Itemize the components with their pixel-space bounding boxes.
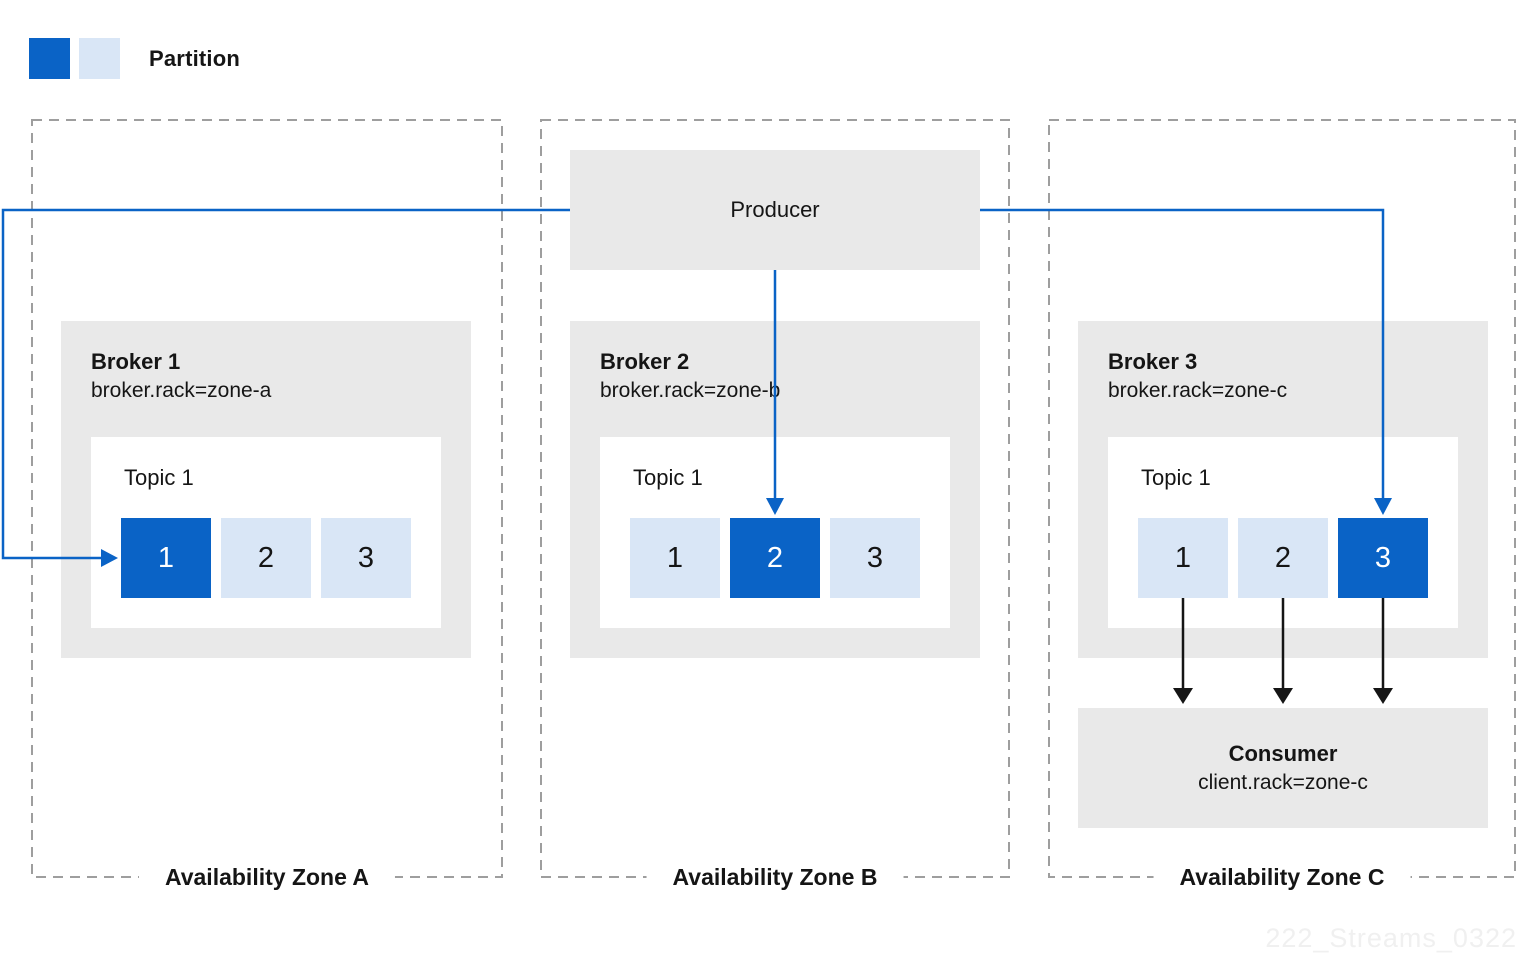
broker-1-topic-box: Topic 1 1 2 3 <box>91 437 441 628</box>
broker-2-box: Broker 2 broker.rack=zone-b Topic 1 1 2 … <box>570 321 980 658</box>
broker-2-partitions: 1 2 3 <box>630 518 920 598</box>
broker-1-partitions: 1 2 3 <box>121 518 411 598</box>
partition-3: 3 <box>830 518 920 598</box>
broker-1-topic-label: Topic 1 <box>124 465 194 490</box>
producer-box: Producer <box>570 150 980 270</box>
partition-2: 2 <box>730 518 820 598</box>
partition-1: 1 <box>1138 518 1228 598</box>
broker-3-name: Broker 3 <box>1108 349 1198 374</box>
partition1-to-consumer-arrowhead-icon <box>1173 688 1193 704</box>
partition-replica-swatch-icon <box>79 38 120 79</box>
partition2-to-consumer-arrowhead-icon <box>1273 688 1293 704</box>
zone-c-label: Availability Zone C <box>1153 856 1411 898</box>
watermark-text: 222_Streams_0322 <box>1265 923 1517 953</box>
consumer-box: Consumer client.rack=zone-c <box>1078 708 1488 828</box>
partition3-to-consumer-arrowhead-icon <box>1373 688 1393 704</box>
partition-2: 2 <box>1238 518 1328 598</box>
producer-label: Producer <box>730 197 820 222</box>
broker-2-topic-box: Topic 1 1 2 3 <box>600 437 950 628</box>
partition-1: 1 <box>121 518 211 598</box>
broker-3-partitions: 1 2 3 <box>1138 518 1428 598</box>
partition-leader-swatch-icon <box>29 38 70 79</box>
legend-label: Partition <box>149 45 241 71</box>
partition-3: 3 <box>1338 518 1428 598</box>
broker-3-rack-config: broker.rack=zone-c <box>1108 379 1288 402</box>
partition-3: 3 <box>321 518 411 598</box>
broker-3-box: Broker 3 broker.rack=zone-c Topic 1 1 2 … <box>1078 321 1488 658</box>
consumer-label: Consumer <box>1228 741 1338 766</box>
broker-2-rack-config: broker.rack=zone-b <box>600 379 781 402</box>
broker-2-topic-label: Topic 1 <box>633 465 703 490</box>
broker-3-topic-label: Topic 1 <box>1141 465 1211 490</box>
broker-2-name: Broker 2 <box>600 349 690 374</box>
partition-2: 2 <box>221 518 311 598</box>
legend: Partition <box>29 38 240 79</box>
zone-a-label: Availability Zone A <box>138 856 396 898</box>
broker-3-topic-box: Topic 1 1 2 3 <box>1108 437 1458 628</box>
broker-1-rack-config: broker.rack=zone-a <box>91 379 272 402</box>
consumer-rack-config: client.rack=zone-c <box>1198 771 1368 794</box>
zone-b-label: Availability Zone B <box>646 856 904 898</box>
broker-1-name: Broker 1 <box>91 349 181 374</box>
partition-1: 1 <box>630 518 720 598</box>
broker-1-box: Broker 1 broker.rack=zone-a Topic 1 1 2 … <box>61 321 471 658</box>
